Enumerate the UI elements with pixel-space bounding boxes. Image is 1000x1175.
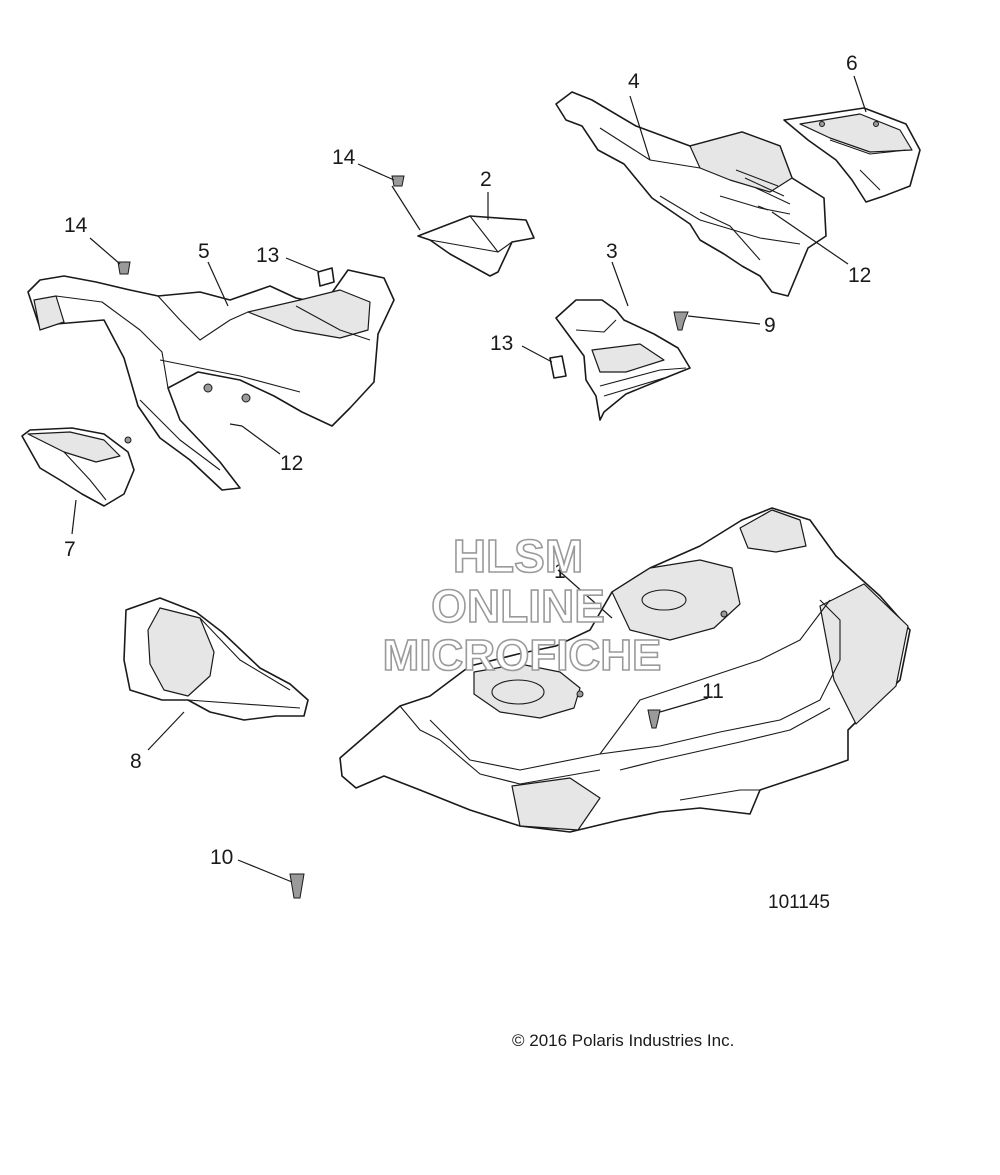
- pin-12a: [229, 423, 243, 427]
- callout-14a: 14: [332, 146, 356, 169]
- screw-9: [673, 311, 689, 331]
- pin-12b: [757, 205, 769, 211]
- callout-1: 1: [554, 560, 566, 583]
- watermark-line-1: HLSM: [453, 530, 583, 582]
- bolt-10: [289, 873, 305, 899]
- reference-number: 101145: [768, 892, 830, 913]
- callout-12a: 12: [280, 452, 303, 475]
- part-7-side-cover: [21, 427, 135, 507]
- screw-11: [647, 709, 661, 729]
- callout-7: 7: [64, 538, 76, 561]
- callout-8: 8: [130, 750, 142, 773]
- part-5-front-panel: [27, 269, 395, 491]
- callout-3: 3: [606, 240, 618, 263]
- callout-14b: 14: [64, 214, 88, 237]
- callout-13b: 13: [490, 332, 513, 355]
- clip-13b: [549, 355, 567, 379]
- part-8-side-panel: [123, 597, 309, 721]
- watermark-line-2: ONLINE: [431, 580, 605, 632]
- callout-11: 11: [702, 680, 724, 703]
- fastener-14a: [391, 175, 405, 187]
- part-6-side-cover: [783, 107, 921, 203]
- callout-9: 9: [764, 314, 776, 337]
- copyright: © 2016 Polaris Industries Inc.: [512, 1031, 734, 1050]
- watermark-line-3: MICROFICHE: [383, 631, 662, 680]
- callout-2: 2: [480, 168, 492, 191]
- callout-6: 6: [846, 52, 858, 75]
- fastener-14b: [117, 261, 131, 275]
- part-1-body-frame: [339, 507, 911, 833]
- leader-lines: [71, 75, 867, 883]
- callout-12b: 12: [848, 264, 871, 287]
- callout-4: 4: [628, 70, 640, 93]
- part-3-console: [555, 299, 691, 421]
- part-4-rear-panel: [555, 91, 827, 297]
- callouts: 1 2 3 4 5 6 7 8 9 10 11 12 12 13 13 14 1…: [64, 52, 871, 869]
- watermark: HLSM ONLINE MICROFICHE: [382, 529, 662, 681]
- callout-5: 5: [198, 240, 210, 263]
- part-2-cover-plate: [417, 215, 535, 277]
- callout-13a: 13: [256, 244, 279, 267]
- clip-13a: [317, 267, 335, 287]
- callout-10: 10: [210, 846, 233, 869]
